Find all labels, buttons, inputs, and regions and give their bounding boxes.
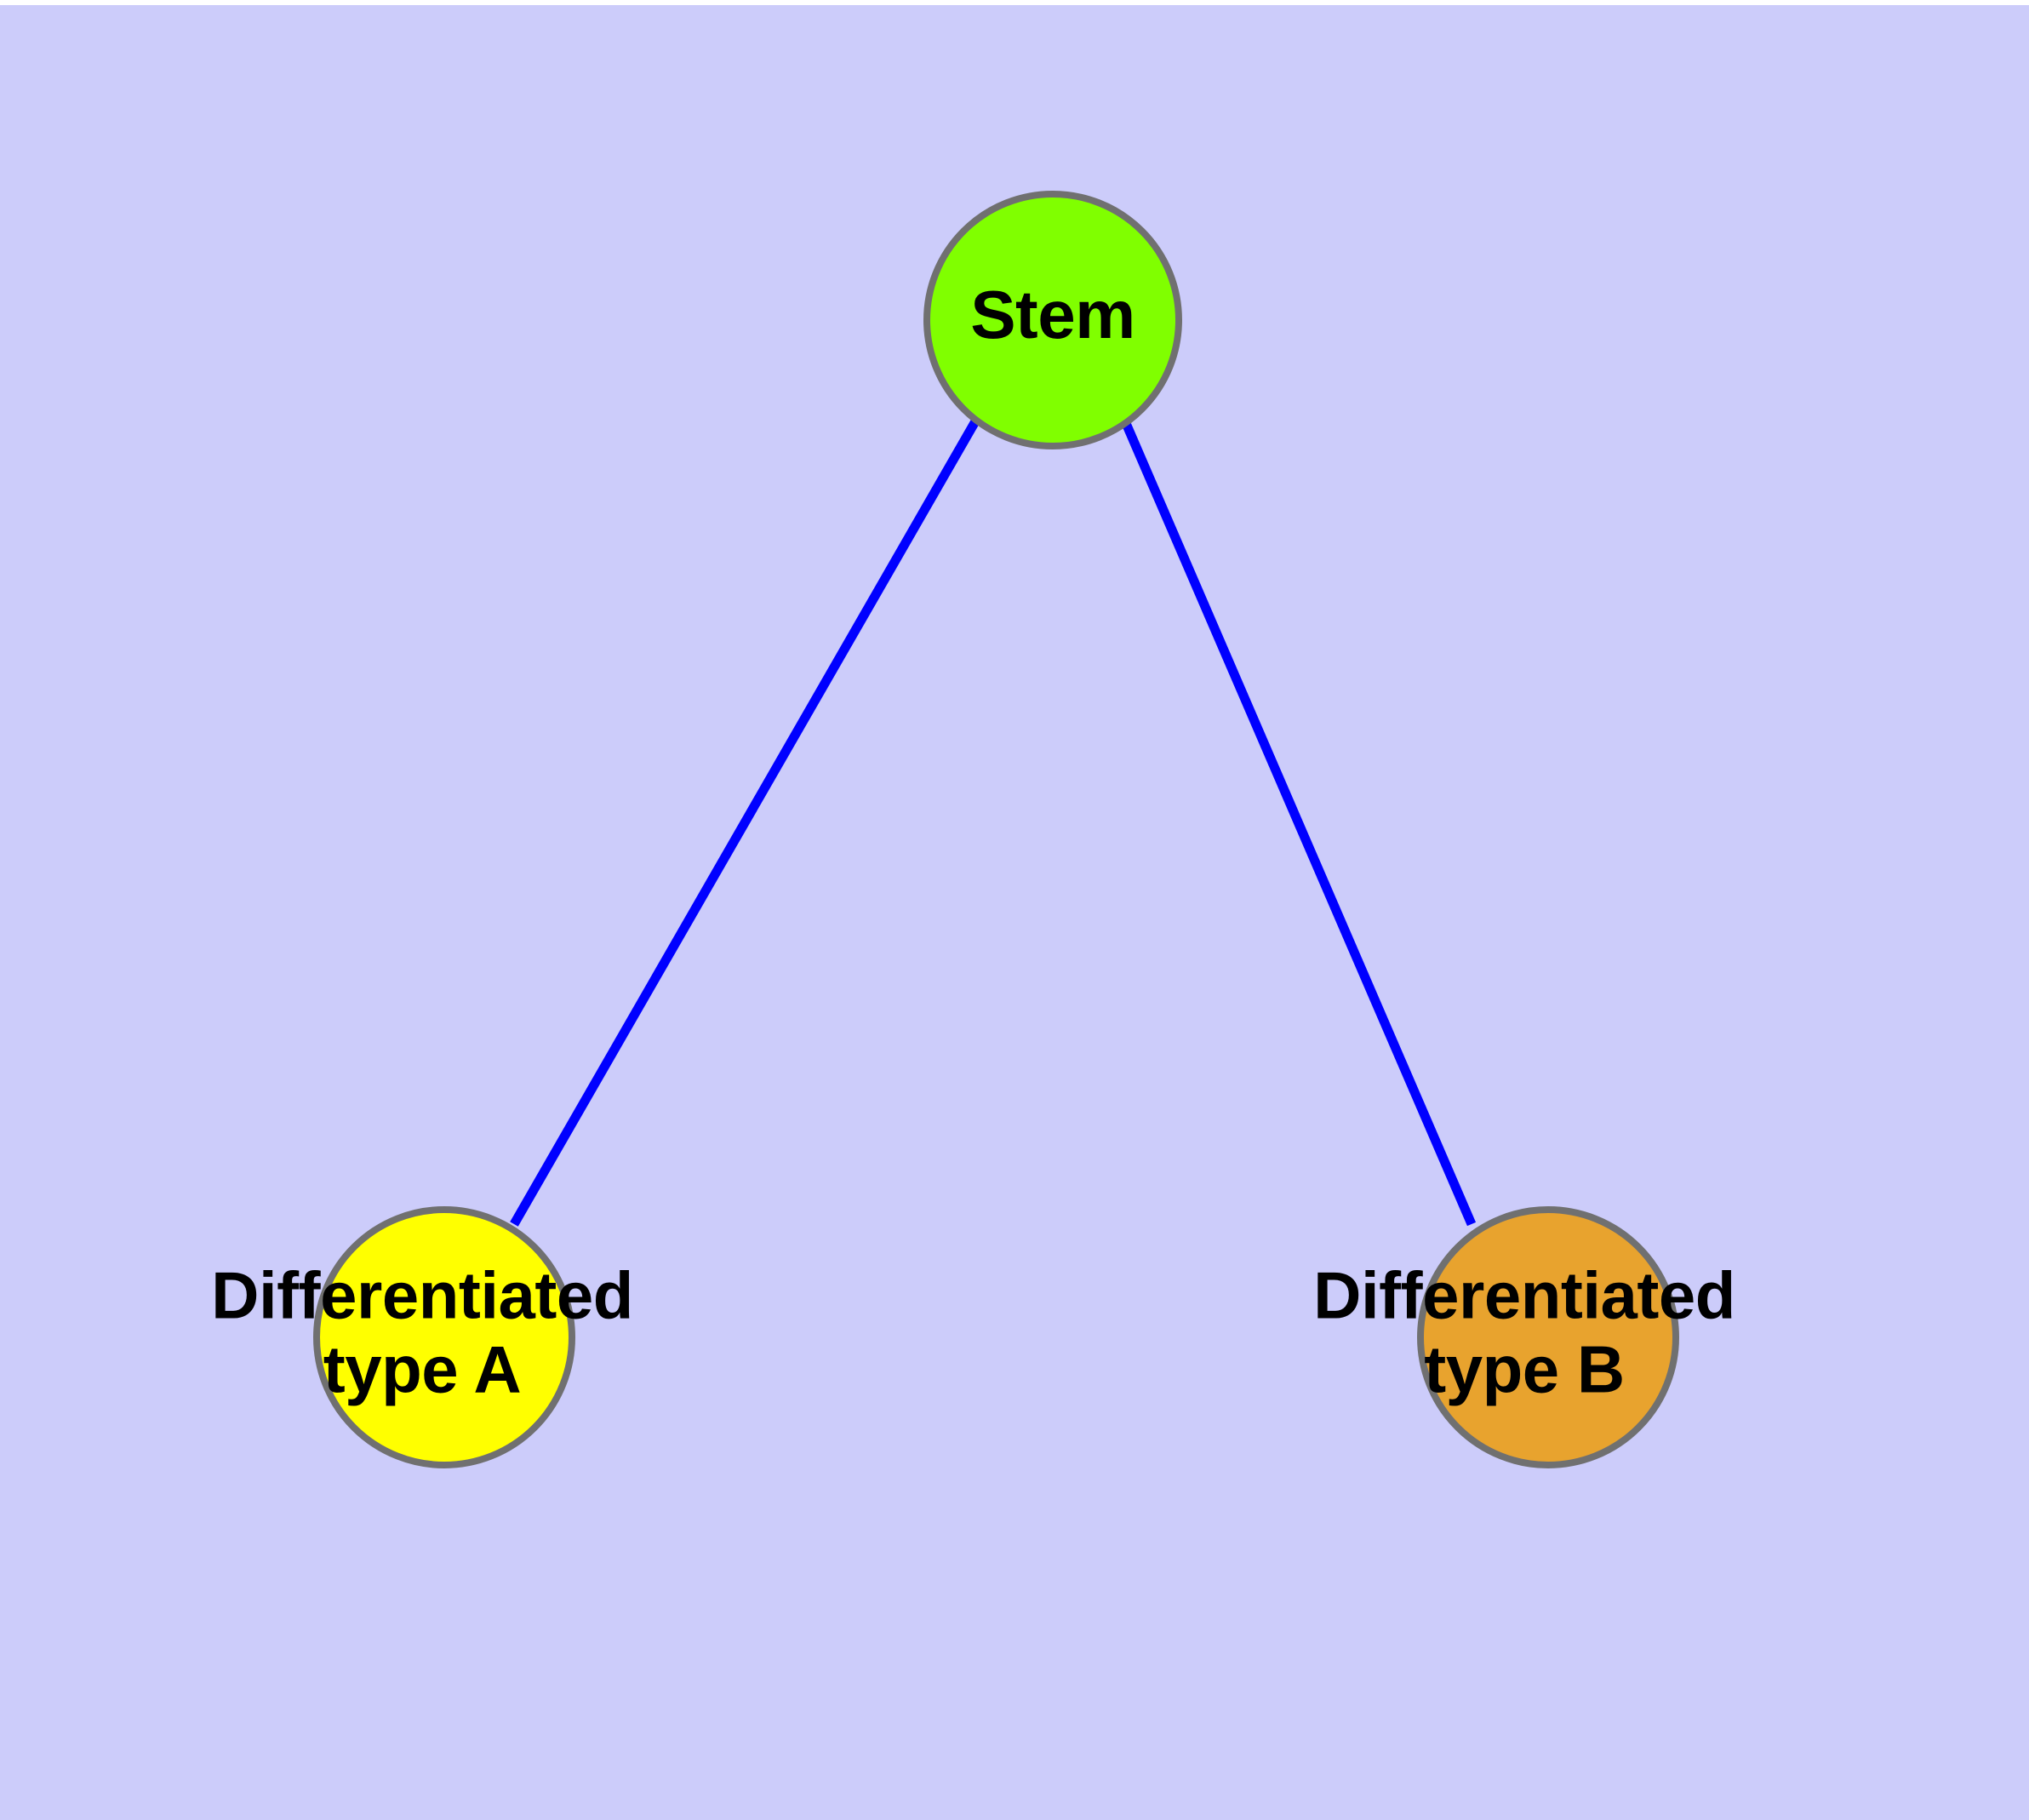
node-differentiated-type-b[interactable] (1417, 1206, 1679, 1468)
node-differentiated-type-a[interactable] (313, 1206, 575, 1468)
diagram-canvas: Stem Differentiated type A Differentiate… (0, 5, 2029, 1820)
node-layer (313, 191, 1679, 1468)
edge-layer (510, 413, 1477, 1227)
node-stem[interactable] (923, 191, 1182, 449)
edge-stem-to-type-b (1117, 413, 1477, 1227)
edge-stem-to-type-a (510, 419, 980, 1227)
graph-svg (313, 191, 1679, 1468)
